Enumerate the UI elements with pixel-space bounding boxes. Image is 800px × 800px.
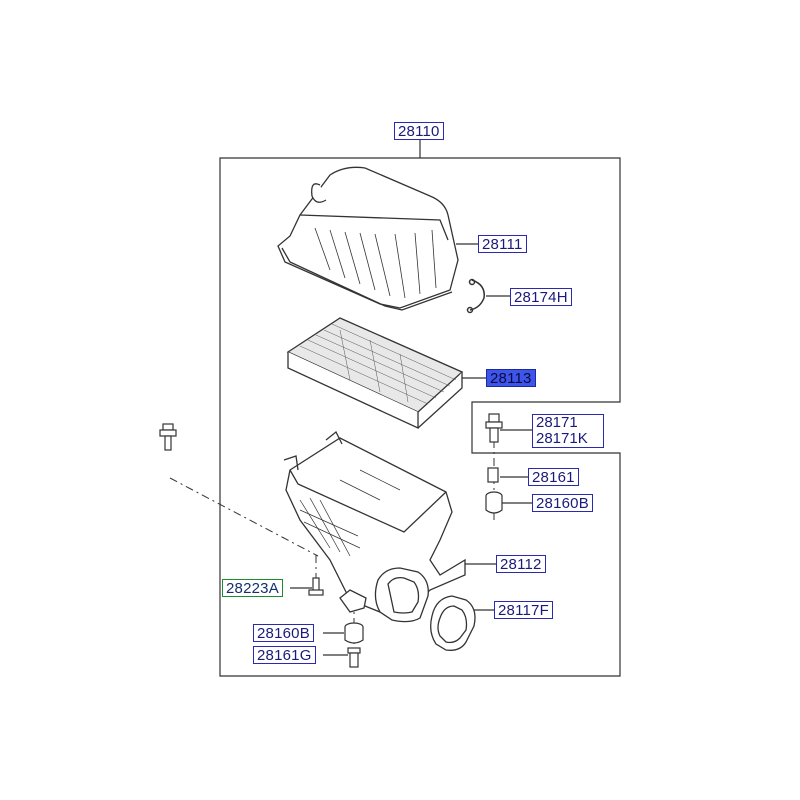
intake-duct [430,595,476,651]
label-screw[interactable]: 28223A [222,579,283,597]
left-bolt [159,423,177,451]
label-cover[interactable]: 28111 [478,235,527,253]
dash-left-bolt [169,477,319,557]
label-bolt-b[interactable]: 28171K [536,430,588,447]
collar-bottom [347,647,361,668]
label-collar-bottom[interactable]: 28161G [253,646,316,664]
label-clip[interactable]: 28174H [510,288,572,306]
label-bolt-group[interactable]: 28171 28171K [532,414,604,448]
grommet-bottom [344,622,364,644]
clip-part [466,278,485,314]
label-duct[interactable]: 28117F [494,601,553,619]
label-collar-right[interactable]: 28161 [528,468,579,486]
label-body[interactable]: 28112 [496,555,546,573]
grommet-right [485,491,503,514]
screw-part [308,577,324,596]
label-bolt-a[interactable]: 28171 [536,414,578,431]
label-filter[interactable]: 28113 [486,369,536,387]
label-assembly[interactable]: 28110 [394,122,444,140]
label-grommet-bottom[interactable]: 28160B [253,624,314,642]
right-bolt [485,413,503,443]
air-cleaner-cover [277,166,459,311]
collar-right [487,467,499,483]
air-cleaner-body [283,430,466,623]
assembly-frame [219,140,621,677]
label-grommet-right[interactable]: 28160B [532,494,593,512]
air-filter [286,317,464,430]
